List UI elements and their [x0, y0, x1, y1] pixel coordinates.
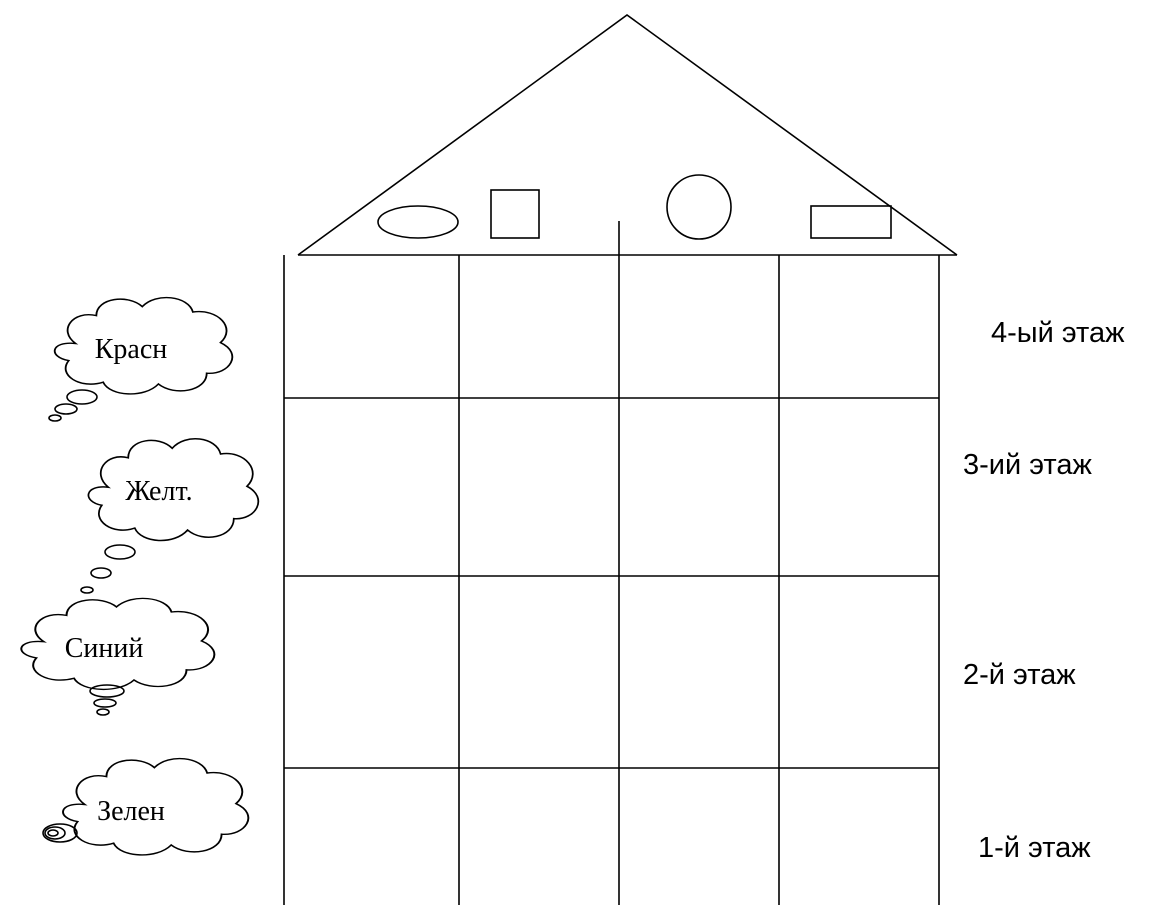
cloud-tail-bubble	[48, 414, 62, 422]
rectangle-shape	[810, 205, 892, 239]
cloud-tail-bubble	[47, 829, 59, 837]
cloud-label-green: Зелен	[97, 796, 165, 827]
cloud-label-blue: Синий	[65, 633, 144, 664]
circle-shape	[666, 174, 732, 240]
floor-label-1: 1-й этаж	[978, 832, 1091, 864]
cloud-tail-bubble	[44, 826, 66, 840]
roof	[297, 14, 958, 256]
thought-cloud-blue: Синий	[20, 597, 216, 716]
thought-cloud-green: Зелен	[42, 757, 250, 856]
cloud-tail-bubble	[104, 544, 136, 560]
floor-label-2: 2-й этаж	[963, 659, 1076, 691]
cloud-tail-bubble	[42, 823, 78, 843]
cloud-tail-bubble	[90, 567, 112, 579]
cloud-tail-bubble	[80, 586, 94, 594]
thought-cloud-yellow: Желт.	[80, 437, 260, 594]
ellipse-shape	[377, 205, 459, 239]
cloud-label-yellow: Желт.	[125, 476, 192, 507]
floor-label-3: 3-ий этаж	[963, 449, 1092, 481]
cloud-label-red: Красн	[95, 334, 168, 365]
cloud-tail-bubble	[54, 403, 78, 415]
cloud-tail-bubble	[89, 684, 125, 698]
cloud-tail-bubble	[96, 708, 110, 716]
roof-outline	[297, 14, 958, 256]
floor-labels: 4-ый этаж 3-ий этаж 2-й этаж 1-й этаж	[963, 317, 1125, 864]
floor-label-4: 4-ый этаж	[991, 317, 1125, 349]
cloud-tail-bubble	[66, 389, 98, 405]
thought-cloud-red: Красн	[48, 296, 234, 422]
cloud-tail-bubble	[93, 698, 117, 708]
square-shape	[490, 189, 540, 239]
building-grid	[283, 255, 940, 905]
